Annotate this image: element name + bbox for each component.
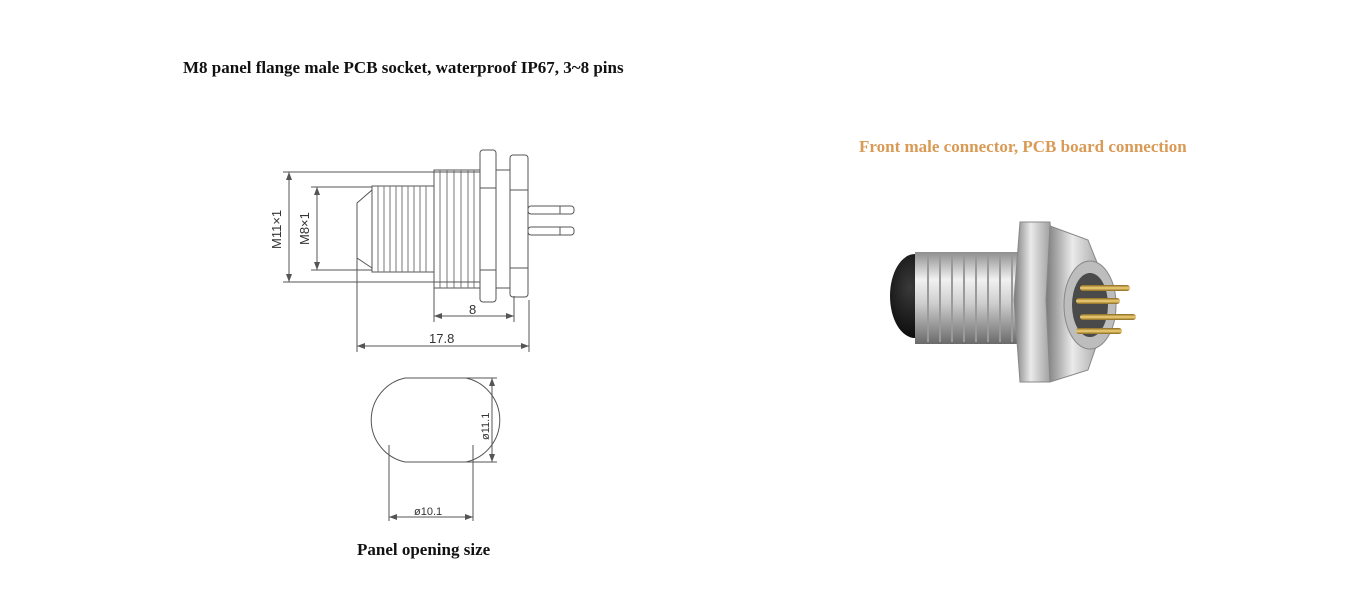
panel-opening-caption: Panel opening size bbox=[357, 540, 491, 559]
outer-thread-label: M11×1 bbox=[269, 210, 284, 249]
connector-photo bbox=[890, 221, 1136, 383]
opening-height-label: ø11.1 bbox=[480, 413, 492, 440]
panel-dimension-arrows bbox=[389, 378, 495, 520]
opening-width-label: ø10.1 bbox=[414, 506, 442, 518]
inner-thread-label: M8×1 bbox=[297, 212, 312, 245]
thread-length-label: 8 bbox=[469, 302, 476, 317]
dimension-lines bbox=[283, 171, 530, 352]
page-title: M8 panel flange male PCB socket, waterpr… bbox=[183, 58, 624, 77]
dimension-arrows bbox=[286, 172, 529, 349]
side-view-drawing bbox=[356, 149, 575, 303]
total-length-label: 17.8 bbox=[429, 331, 454, 346]
panel-opening-outline bbox=[370, 377, 501, 521]
photo-caption: Front male connector, PCB board connecti… bbox=[859, 137, 1187, 156]
